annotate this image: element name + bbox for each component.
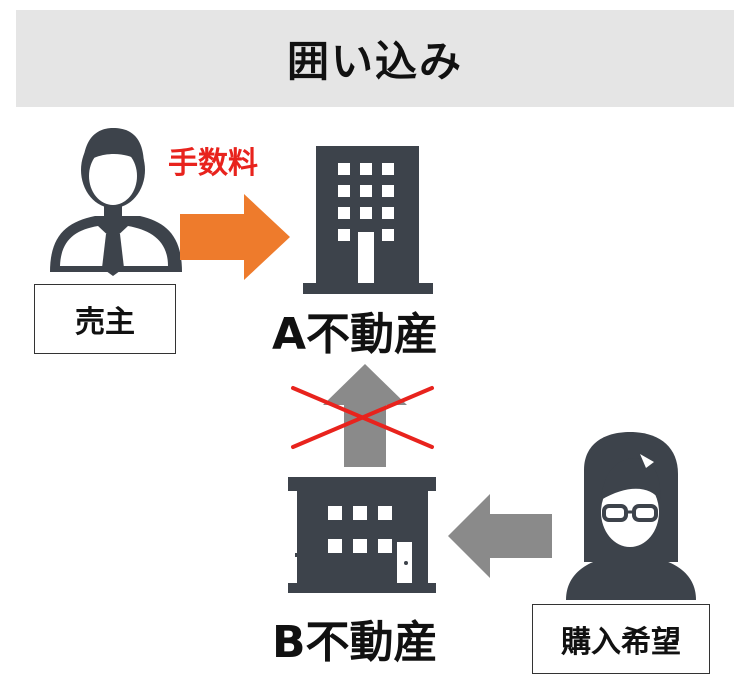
seller-label: 売主	[75, 305, 135, 340]
office-building-icon	[303, 146, 433, 294]
page-title: 囲い込み	[286, 37, 463, 86]
fee-label: 手数料	[168, 146, 258, 181]
fee-arrow	[180, 194, 290, 280]
store-building-icon	[288, 477, 436, 593]
cross-icon	[291, 386, 434, 449]
woman-with-glasses-icon	[566, 432, 696, 600]
inquiry-arrow	[448, 494, 552, 578]
company-b-label: B不動産	[272, 617, 438, 668]
buyer-label-box: 購入希望	[532, 604, 710, 674]
buyer-label: 購入希望	[561, 625, 681, 660]
businessman-icon	[50, 128, 182, 276]
company-a-label: A不動産	[272, 309, 439, 360]
title-bar: 囲い込み	[16, 10, 734, 107]
seller-label-box: 売主	[34, 284, 176, 354]
